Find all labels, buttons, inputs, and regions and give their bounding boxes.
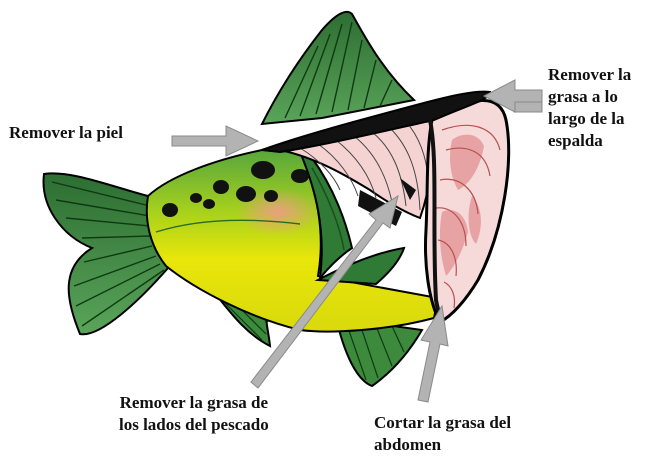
label-cut-belly-fat: Cortar la grasa del abdomen <box>374 412 511 456</box>
label-remove-back-fat: Remover la grasa a lo largo de la espald… <box>548 64 631 152</box>
label-remove-skin: Remover la piel <box>9 122 123 144</box>
arrow-remove-skin <box>172 126 258 156</box>
label-remove-side-fat: Remover la grasa de los lados del pescad… <box>119 392 269 436</box>
dorsal-fin <box>262 12 414 124</box>
